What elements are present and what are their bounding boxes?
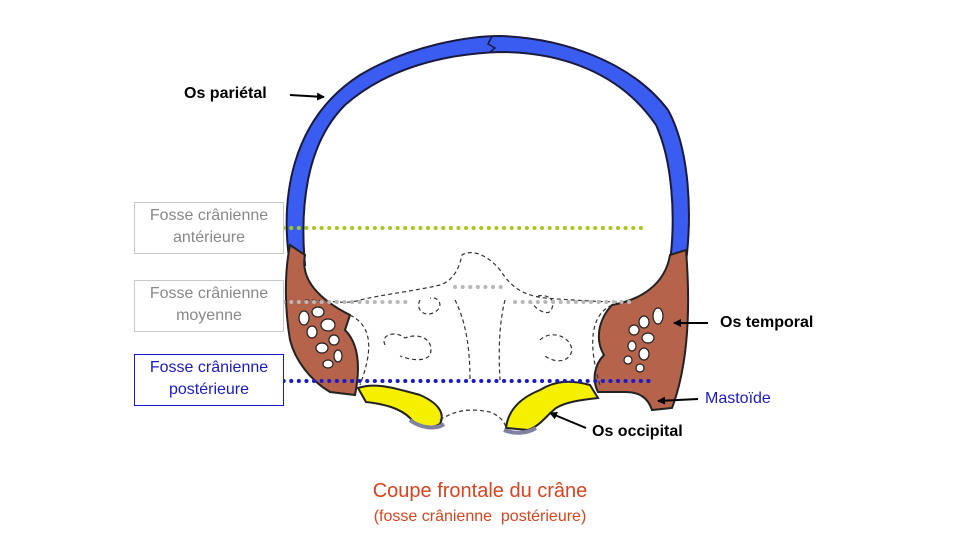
middle-fossa-line1: Fosse crânienne: [149, 285, 269, 302]
anterior-fossa-box: Fosse crânienne antérieure: [134, 202, 284, 254]
temporal-bone-right: [593, 248, 690, 412]
occipital-bone-left: [356, 384, 443, 428]
middle-fossa-line2: moyenne: [176, 307, 242, 324]
caption-title: Coupe frontale du crâne: [372, 480, 588, 502]
anterior-fossa-line1: Fosse crânienne: [149, 207, 269, 224]
temporal-bone-left: [284, 243, 359, 397]
condyle-right: [503, 426, 538, 435]
occipital-bone-right: [504, 380, 600, 432]
temporal-label: Os temporal: [720, 314, 814, 331]
middle-fossa-box: Fosse crânienne moyenne: [134, 280, 284, 332]
parietal-bone: [285, 34, 690, 266]
parietal-label: Os pariétal: [184, 85, 267, 102]
posterior-fossa-box: Fosse crânienne postérieure: [134, 354, 284, 406]
posterior-fossa-line1: Fosse crânienne: [149, 359, 269, 376]
anterior-fossa-line2: antérieure: [172, 229, 246, 246]
mastoid-arrow: [657, 396, 699, 405]
parietal-arrow: [289, 92, 325, 101]
posterior-fossa-line2: postérieure: [168, 381, 250, 398]
occipital-label: Os occipital: [592, 423, 683, 440]
mastoid-cells-left: [298, 306, 343, 369]
occipital-arrow: [549, 412, 587, 429]
mastoid-label: Mastoïde: [705, 390, 771, 407]
sagittal-suture: [487, 35, 497, 53]
skull-base-outline: [304, 252, 626, 429]
caption-subtitle: (fosse crânienne postérieure): [373, 508, 587, 525]
condyle-left: [408, 418, 446, 430]
mastoid-cells-right: [623, 307, 664, 373]
